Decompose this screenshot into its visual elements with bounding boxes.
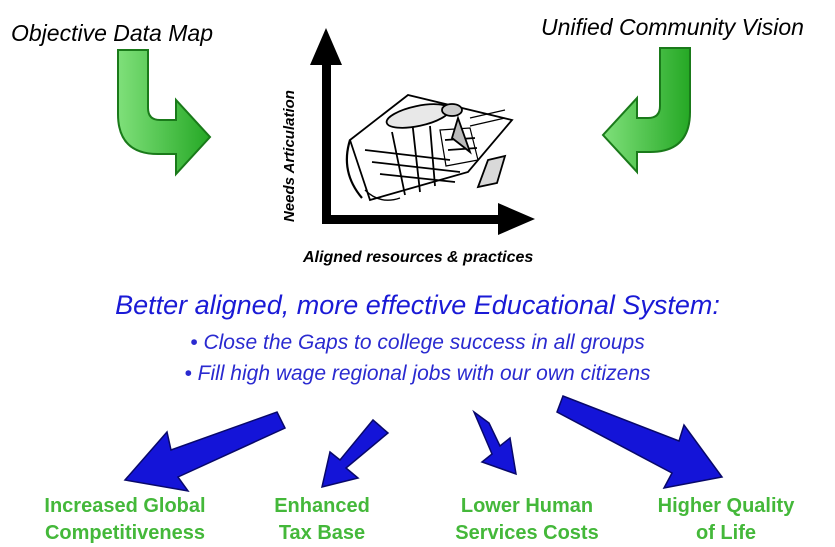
outcome-line: Increased Global (44, 495, 206, 517)
outcome-line: Competitiveness (44, 522, 206, 544)
arrow-to-quality-of-life (556, 395, 724, 490)
right-green-arrow (601, 47, 691, 175)
unified-community-vision-label: Unified Community Vision (541, 14, 804, 40)
outcome-line: Services Costs (455, 522, 599, 544)
outcome-arrows (123, 395, 724, 493)
arrow-to-tax-base (320, 418, 390, 489)
outcome-line: Tax Base (278, 522, 366, 544)
bullet-close-gaps: • Close the Gaps to college success in a… (190, 331, 645, 354)
outcome-line: of Life (696, 522, 756, 544)
outcome-line: Higher Quality (657, 495, 795, 517)
outcome-human-services: Lower Human Services Costs (437, 493, 617, 547)
outcome-line: Enhanced (274, 495, 370, 517)
blueprint-scroll-icon (345, 94, 514, 202)
outcome-competitiveness: Increased Global Competitiveness (25, 493, 225, 547)
axes-graphic (310, 28, 535, 235)
outcome-tax-base: Enhanced Tax Base (262, 493, 382, 547)
bullet-fill-jobs: • Fill high wage regional jobs with our … (184, 362, 651, 385)
x-axis-label: Aligned resources & practices (303, 249, 534, 266)
y-axis-label: Needs Articulation (281, 90, 298, 222)
arrow-to-human-services (472, 409, 517, 476)
outcome-quality-of-life: Higher Quality of Life (636, 493, 816, 547)
outcome-line: Lower Human (460, 495, 594, 517)
left-green-arrow (117, 49, 212, 177)
objective-data-map-label: Objective Data Map (11, 20, 213, 46)
headline: Better aligned, more effective Education… (115, 290, 720, 320)
arrow-to-competitiveness (123, 411, 287, 493)
